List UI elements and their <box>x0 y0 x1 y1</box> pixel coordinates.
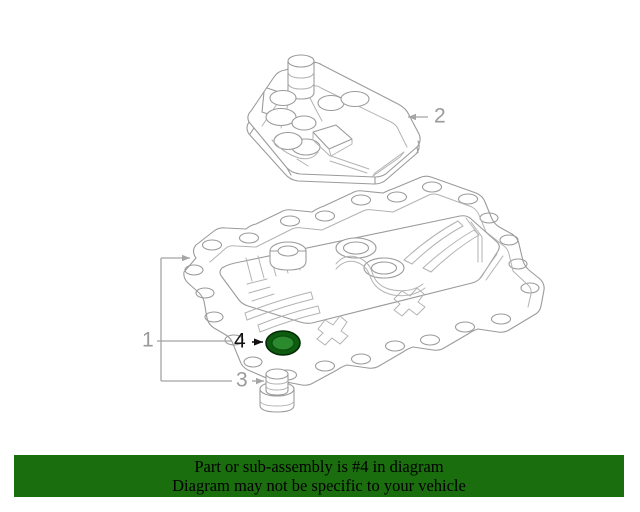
callout-1-label: 1 <box>142 329 154 352</box>
part-4-gasket-highlight <box>265 330 301 356</box>
notice-banner-line-2: Diagram may not be specific to your vehi… <box>172 476 466 495</box>
callout-2-label: 2 <box>434 105 446 128</box>
notice-banner: Part or sub-assembly is #4 in diagram Di… <box>14 455 624 497</box>
part-2-oil-filter <box>246 54 421 185</box>
callout-3-label: 3 <box>236 369 248 392</box>
part-3-drain-plug <box>259 368 295 413</box>
callout-4-label: 4 <box>234 330 246 353</box>
notice-banner-line-1: Part or sub-assembly is #4 in diagram <box>194 457 444 476</box>
part-1-oil-pan <box>183 175 545 386</box>
callout-1-bracket <box>157 254 232 382</box>
callout-4-leader <box>161 338 263 346</box>
